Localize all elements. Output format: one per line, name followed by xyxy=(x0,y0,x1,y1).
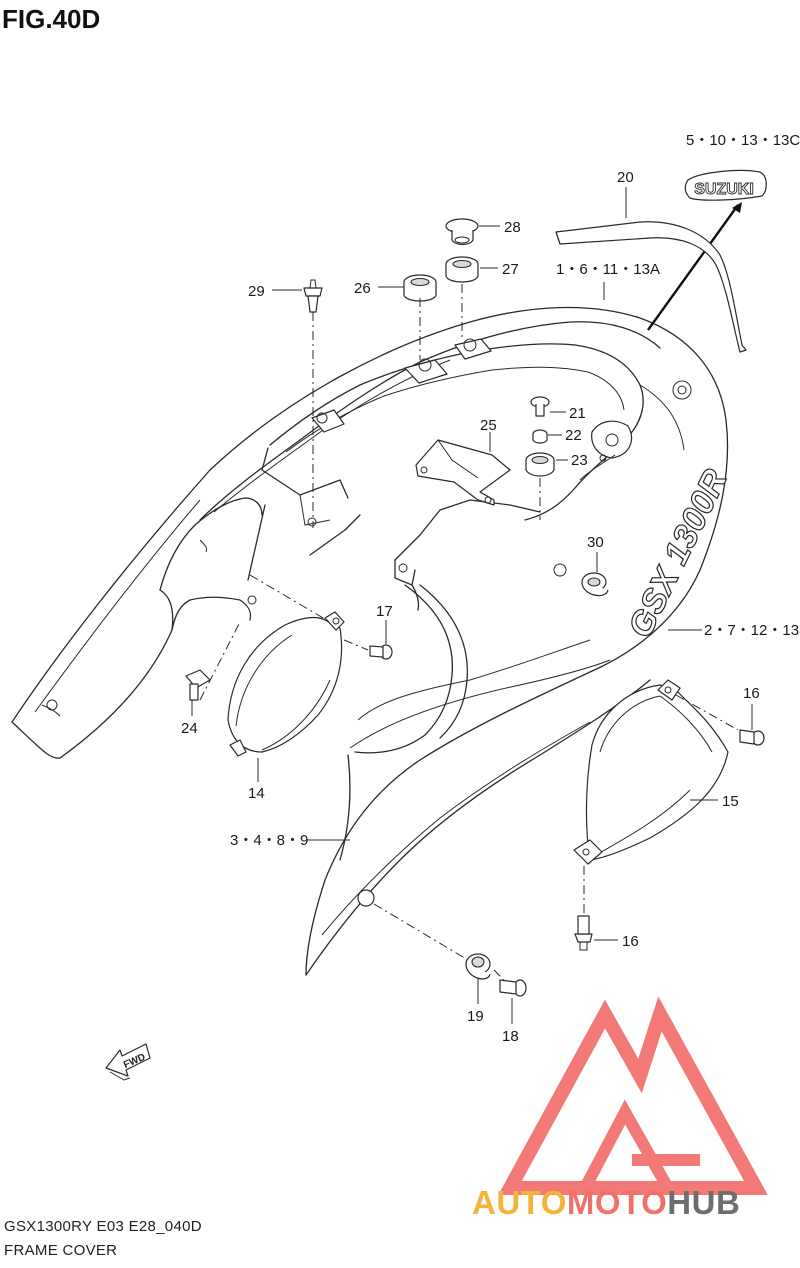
callout-20: 20 xyxy=(617,169,634,186)
leader-lines xyxy=(191,187,753,1024)
callout-3-4-8-9: 3・4・8・9 xyxy=(230,832,308,849)
callout-17: 17 xyxy=(376,603,393,620)
assembly-lines xyxy=(199,284,739,981)
callout-14: 14 xyxy=(248,785,265,802)
watermark-logo: AUTOMOTOHUB xyxy=(472,996,768,1221)
callout-30: 30 xyxy=(587,534,604,551)
collar-part-22 xyxy=(532,429,548,444)
under-tray-part-14 xyxy=(227,611,345,757)
grommet-part-30 xyxy=(581,572,609,597)
clip-part-24 xyxy=(185,669,211,701)
callout-26: 26 xyxy=(354,280,371,297)
callout-1-6-11-13a: 1・6・11・13A xyxy=(556,261,660,278)
callout-labels: 5・10・13・13C 20 28 27 26 29 1・6・11・13A 25… xyxy=(181,132,800,1045)
suzuki-emblem-text: SUZUKI xyxy=(694,181,754,198)
side-cover-lower xyxy=(305,639,651,976)
bracket-part-25 xyxy=(415,439,511,506)
callout-19: 19 xyxy=(467,1008,484,1025)
callout-5-10-13-13c: 5・10・13・13C xyxy=(686,132,800,149)
watermark-hub: HUB xyxy=(667,1184,740,1221)
watermark-text: AUTOMOTOHUB xyxy=(472,1184,740,1221)
grommet-part-26 xyxy=(403,274,437,302)
bolt-part-16-top xyxy=(739,729,765,746)
tail-cowl-assembly xyxy=(11,306,729,976)
bolt-part-16-bottom xyxy=(574,915,593,951)
screw-part-18 xyxy=(499,979,527,997)
figure-title: FIG.40D xyxy=(2,4,100,34)
callout-22: 22 xyxy=(565,427,582,444)
watermark-auto: AUTO xyxy=(472,1184,567,1221)
suzuki-emblem: SUZUKI xyxy=(647,169,767,331)
grommet-part-27 xyxy=(445,256,479,283)
model-code: GSX1300RY E03 E28_040D xyxy=(4,1218,202,1235)
callout-27: 27 xyxy=(502,261,519,278)
callout-23: 23 xyxy=(571,452,588,469)
fwd-arrow-icon: FWD xyxy=(105,1043,151,1081)
screw-part-21 xyxy=(530,396,550,417)
clip-part-29 xyxy=(303,279,323,313)
callout-24: 24 xyxy=(181,720,198,737)
callout-29: 29 xyxy=(248,283,265,300)
callout-28: 28 xyxy=(504,219,521,236)
grommet-part-19 xyxy=(465,953,491,980)
section-name: FRAME COVER xyxy=(4,1242,118,1259)
callout-16-top: 16 xyxy=(743,685,760,702)
callout-25: 25 xyxy=(480,417,497,434)
side-model-decal: GSX 1300R xyxy=(620,463,735,644)
triangle-logo-icon xyxy=(498,996,768,1195)
watermark-moto: MOTO xyxy=(567,1184,667,1221)
inner-panel-part-15 xyxy=(573,679,729,865)
grab-strip-part-20 xyxy=(555,221,747,353)
callout-18: 18 xyxy=(502,1028,519,1045)
callout-15: 15 xyxy=(722,793,739,810)
screw-part-17 xyxy=(369,644,393,660)
callout-21: 21 xyxy=(569,405,586,422)
cap-part-28 xyxy=(445,218,479,246)
grommet-part-23 xyxy=(525,452,555,477)
callout-16-bottom: 16 xyxy=(622,933,639,950)
gsx-1300r-decal-text: GSX 1300R xyxy=(621,463,735,643)
callout-2-7-12-13b: 2・7・12・13B xyxy=(704,622,800,639)
